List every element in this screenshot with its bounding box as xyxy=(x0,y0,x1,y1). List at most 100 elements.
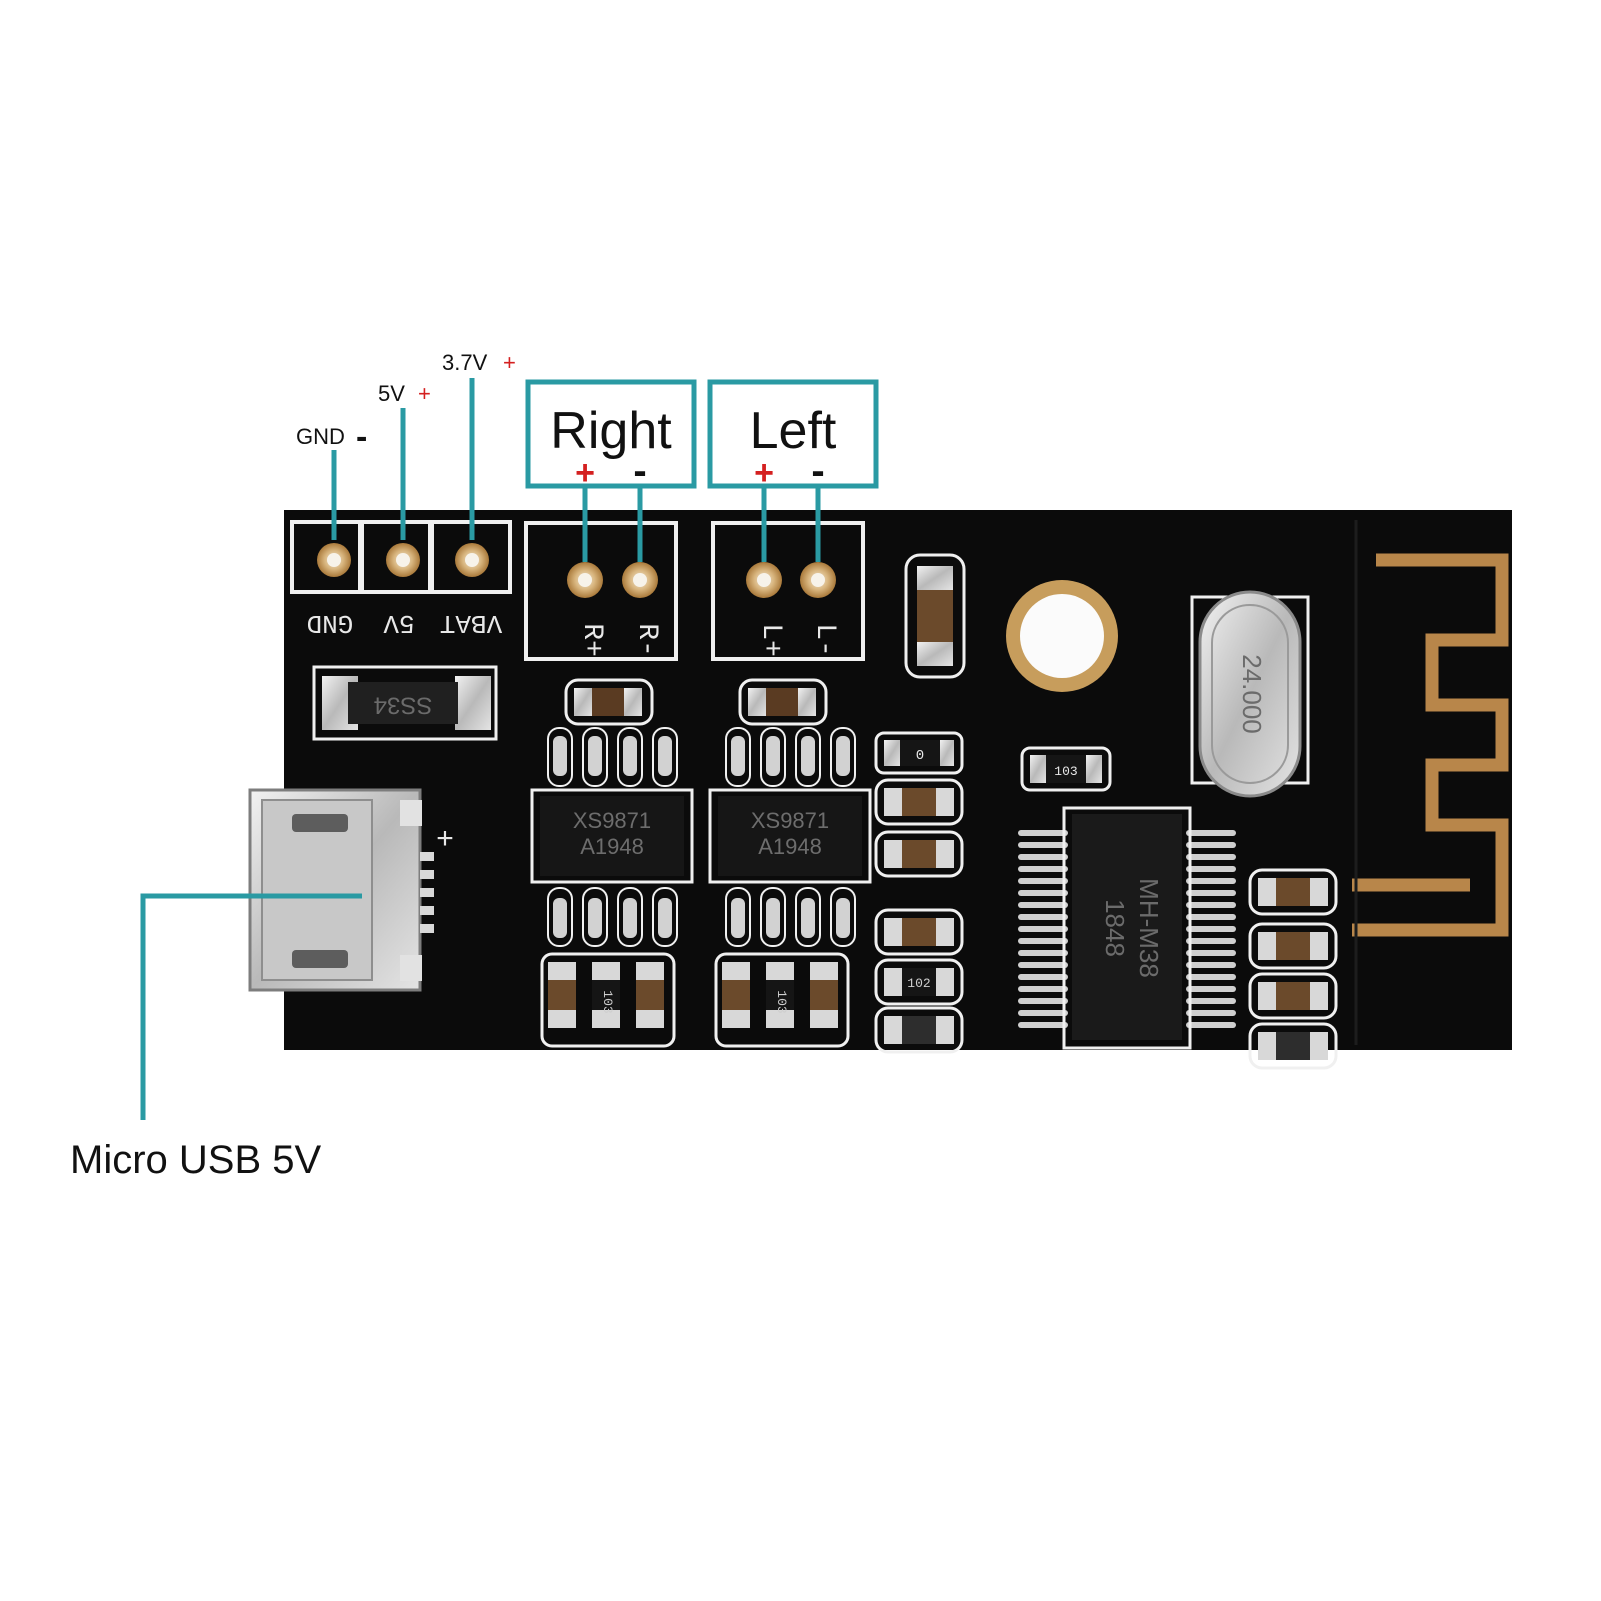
module-pin xyxy=(1186,998,1236,1004)
module-pin xyxy=(1186,842,1236,848)
resistor-body xyxy=(592,980,620,1010)
resistor-cap xyxy=(548,1010,576,1028)
module-pin xyxy=(1018,974,1068,980)
capacitor-cap xyxy=(1258,932,1276,960)
module-pin xyxy=(1186,938,1236,944)
resistor-103-label: 103 xyxy=(774,990,789,1013)
capacitor-cap xyxy=(884,788,902,816)
module-pin xyxy=(1186,950,1236,956)
capacitor-cap xyxy=(884,840,902,868)
chip-pin-outline xyxy=(725,887,751,947)
chip-pin-outline xyxy=(830,887,856,947)
resistor-103-module: 103 xyxy=(1020,746,1112,792)
resistor-body xyxy=(548,980,576,1010)
chip-marking: A1948 xyxy=(758,834,822,859)
resistor-body xyxy=(766,980,794,1010)
module-pin xyxy=(1018,1010,1068,1016)
module-pin xyxy=(1186,854,1236,860)
chip-pin xyxy=(658,898,672,938)
chip-pin xyxy=(731,736,745,776)
silk-5v: 5V xyxy=(383,608,415,638)
module-outline xyxy=(1062,806,1192,1050)
chip-pin xyxy=(766,898,780,938)
resistor-102-label: 102 xyxy=(907,976,930,991)
chip-pin xyxy=(588,736,602,776)
chip-pin xyxy=(801,736,815,776)
resistor-cap xyxy=(766,1010,794,1028)
capacitor-body xyxy=(902,968,936,996)
capacitor-outline xyxy=(1248,922,1338,970)
resistor-cap xyxy=(810,1010,838,1028)
module-pin xyxy=(1018,998,1068,1004)
chip-pin-outline xyxy=(795,887,821,947)
capacitor-cap xyxy=(936,840,954,868)
capacitor-outline xyxy=(874,830,964,878)
header-pads xyxy=(317,543,836,598)
capacitor-cap xyxy=(1310,1032,1328,1060)
capacitor-outline xyxy=(874,908,964,956)
module-pin xyxy=(1186,962,1236,968)
chip-pin xyxy=(623,898,637,938)
capacitor-cap xyxy=(1310,878,1328,906)
resistor-0: 0 xyxy=(874,731,964,775)
module-pin xyxy=(1018,878,1068,884)
middle-capacitor-column: 102 xyxy=(874,778,964,1054)
chip-outline xyxy=(530,788,694,884)
capacitor-cap xyxy=(1258,878,1276,906)
resistor-cap xyxy=(548,962,576,980)
silk-vbat: VBAT xyxy=(440,608,502,638)
capacitor-cap xyxy=(1258,982,1276,1010)
module-pin xyxy=(1018,866,1068,872)
resistor-body xyxy=(722,980,750,1010)
label-gnd: GND xyxy=(296,424,345,449)
chip-body xyxy=(540,796,684,876)
chip-pin-outline xyxy=(725,727,751,787)
capacitor-outline xyxy=(874,1006,964,1054)
module-pin xyxy=(1018,962,1068,968)
module-pin xyxy=(1186,890,1236,896)
chip-outline xyxy=(708,788,872,884)
module-pin xyxy=(1018,890,1068,896)
capacitor-cap xyxy=(1258,1032,1276,1060)
capacitor-body xyxy=(902,1016,936,1044)
resistor-cluster-outline xyxy=(540,952,676,1048)
label-5v: 5V xyxy=(378,381,405,406)
resistor-cap xyxy=(636,1010,664,1028)
chip-pin-outline xyxy=(617,887,643,947)
callout-lines xyxy=(140,378,879,1120)
module-pin xyxy=(1186,974,1236,980)
micro-usb-connector: + xyxy=(248,788,454,992)
chip-pin xyxy=(801,898,815,938)
module-pin xyxy=(1018,986,1068,992)
capacitor-outline xyxy=(1248,972,1338,1020)
label-3-7v: 3.7V xyxy=(442,350,488,375)
crystal-oscillator: 24.000 xyxy=(1190,590,1310,798)
capacitor-outline xyxy=(874,958,964,1006)
capacitor-body xyxy=(1276,878,1310,906)
module-pin xyxy=(1018,950,1068,956)
module-pin xyxy=(1018,926,1068,932)
capacitor-cap xyxy=(936,788,954,816)
chip-pin-outline xyxy=(617,727,643,787)
capacitor-body xyxy=(902,788,936,816)
silk-r-plus: R+ xyxy=(576,623,607,657)
capacitor-top xyxy=(904,553,966,679)
module-marking: 1848 xyxy=(1100,899,1130,957)
silk-gnd: GND xyxy=(307,608,354,638)
resistor-103-label: 103 xyxy=(1054,764,1077,779)
chip-pin xyxy=(588,898,602,938)
chip-marking: XS9871 xyxy=(751,808,829,833)
module-pin xyxy=(1186,1022,1236,1028)
module-pin xyxy=(1186,866,1236,872)
resistor-body xyxy=(810,980,838,1010)
label-left-plus: + xyxy=(754,454,774,492)
capacitor-cap xyxy=(1310,982,1328,1010)
label-right-minus: - xyxy=(633,449,646,493)
module-pin xyxy=(1186,878,1236,884)
capacitor-cap xyxy=(884,968,902,996)
module-marking: MH-M38 xyxy=(1134,878,1164,978)
module-pin xyxy=(1018,830,1068,836)
right-header-outline xyxy=(524,521,678,661)
resistor-cap xyxy=(592,962,620,980)
